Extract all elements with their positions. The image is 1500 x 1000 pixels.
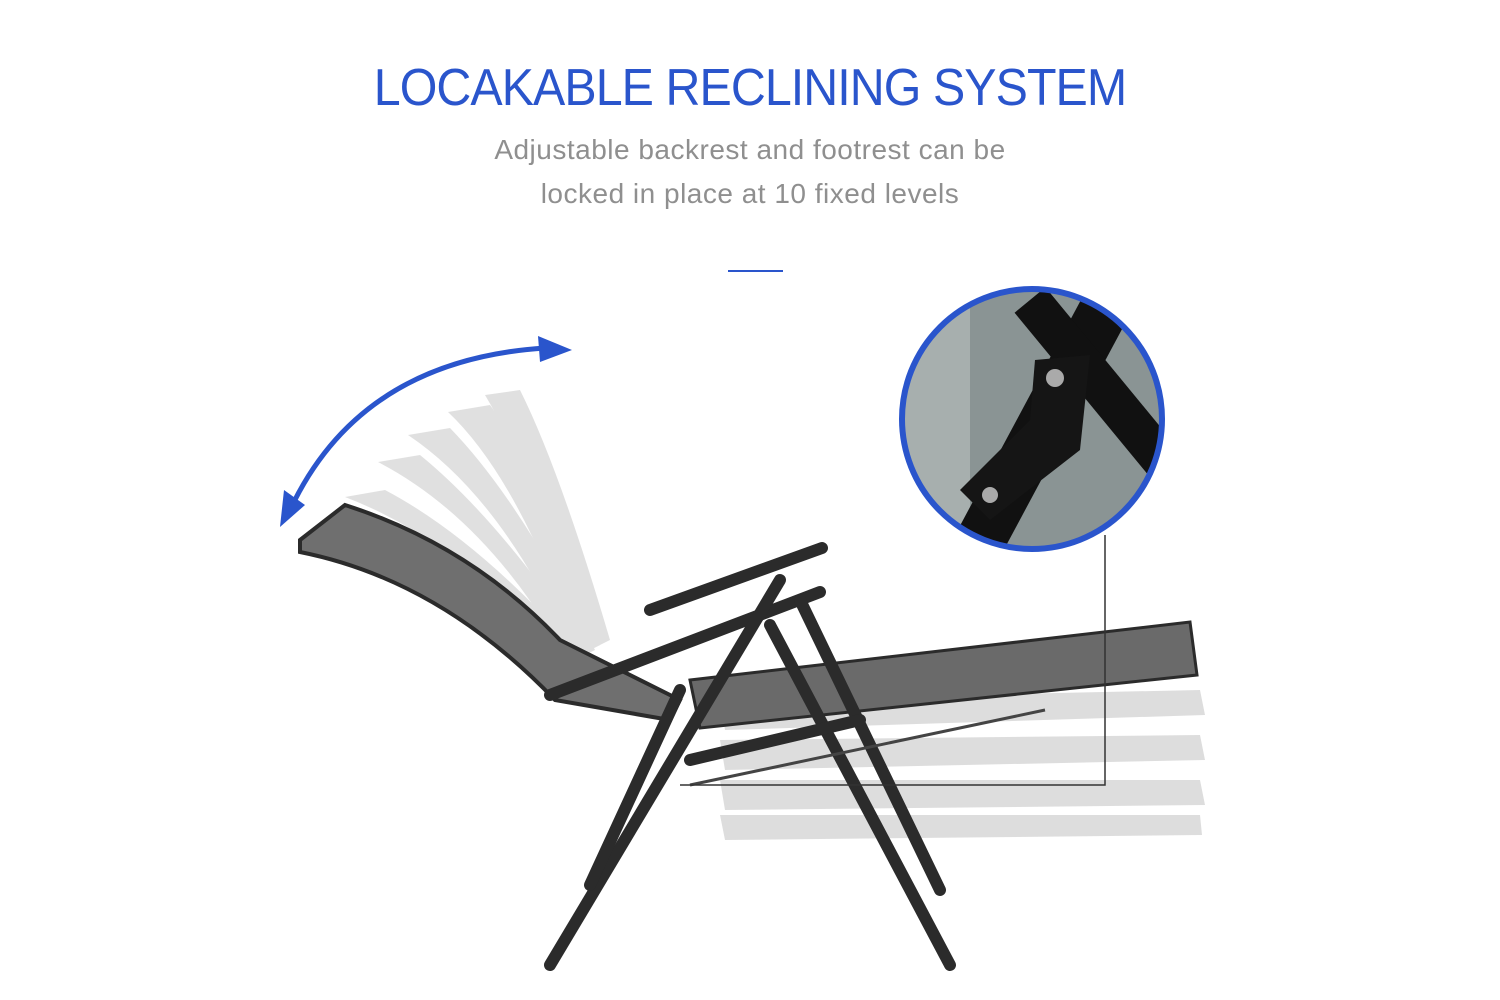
page-title: LOCAKABLE RECLINING SYSTEM — [373, 59, 1127, 117]
recline-arrow-icon — [280, 336, 572, 527]
subtitle-line-2: locked in place at 10 fixed levels — [540, 178, 960, 209]
accent-divider — [728, 270, 783, 272]
subtitle-line-1: Adjustable backrest and footrest can be — [494, 134, 1006, 165]
chair-frame — [544, 542, 956, 971]
callout-line — [680, 535, 1106, 786]
hinge-detail-magnifier — [899, 286, 1165, 552]
footrest-positions — [720, 690, 1205, 840]
